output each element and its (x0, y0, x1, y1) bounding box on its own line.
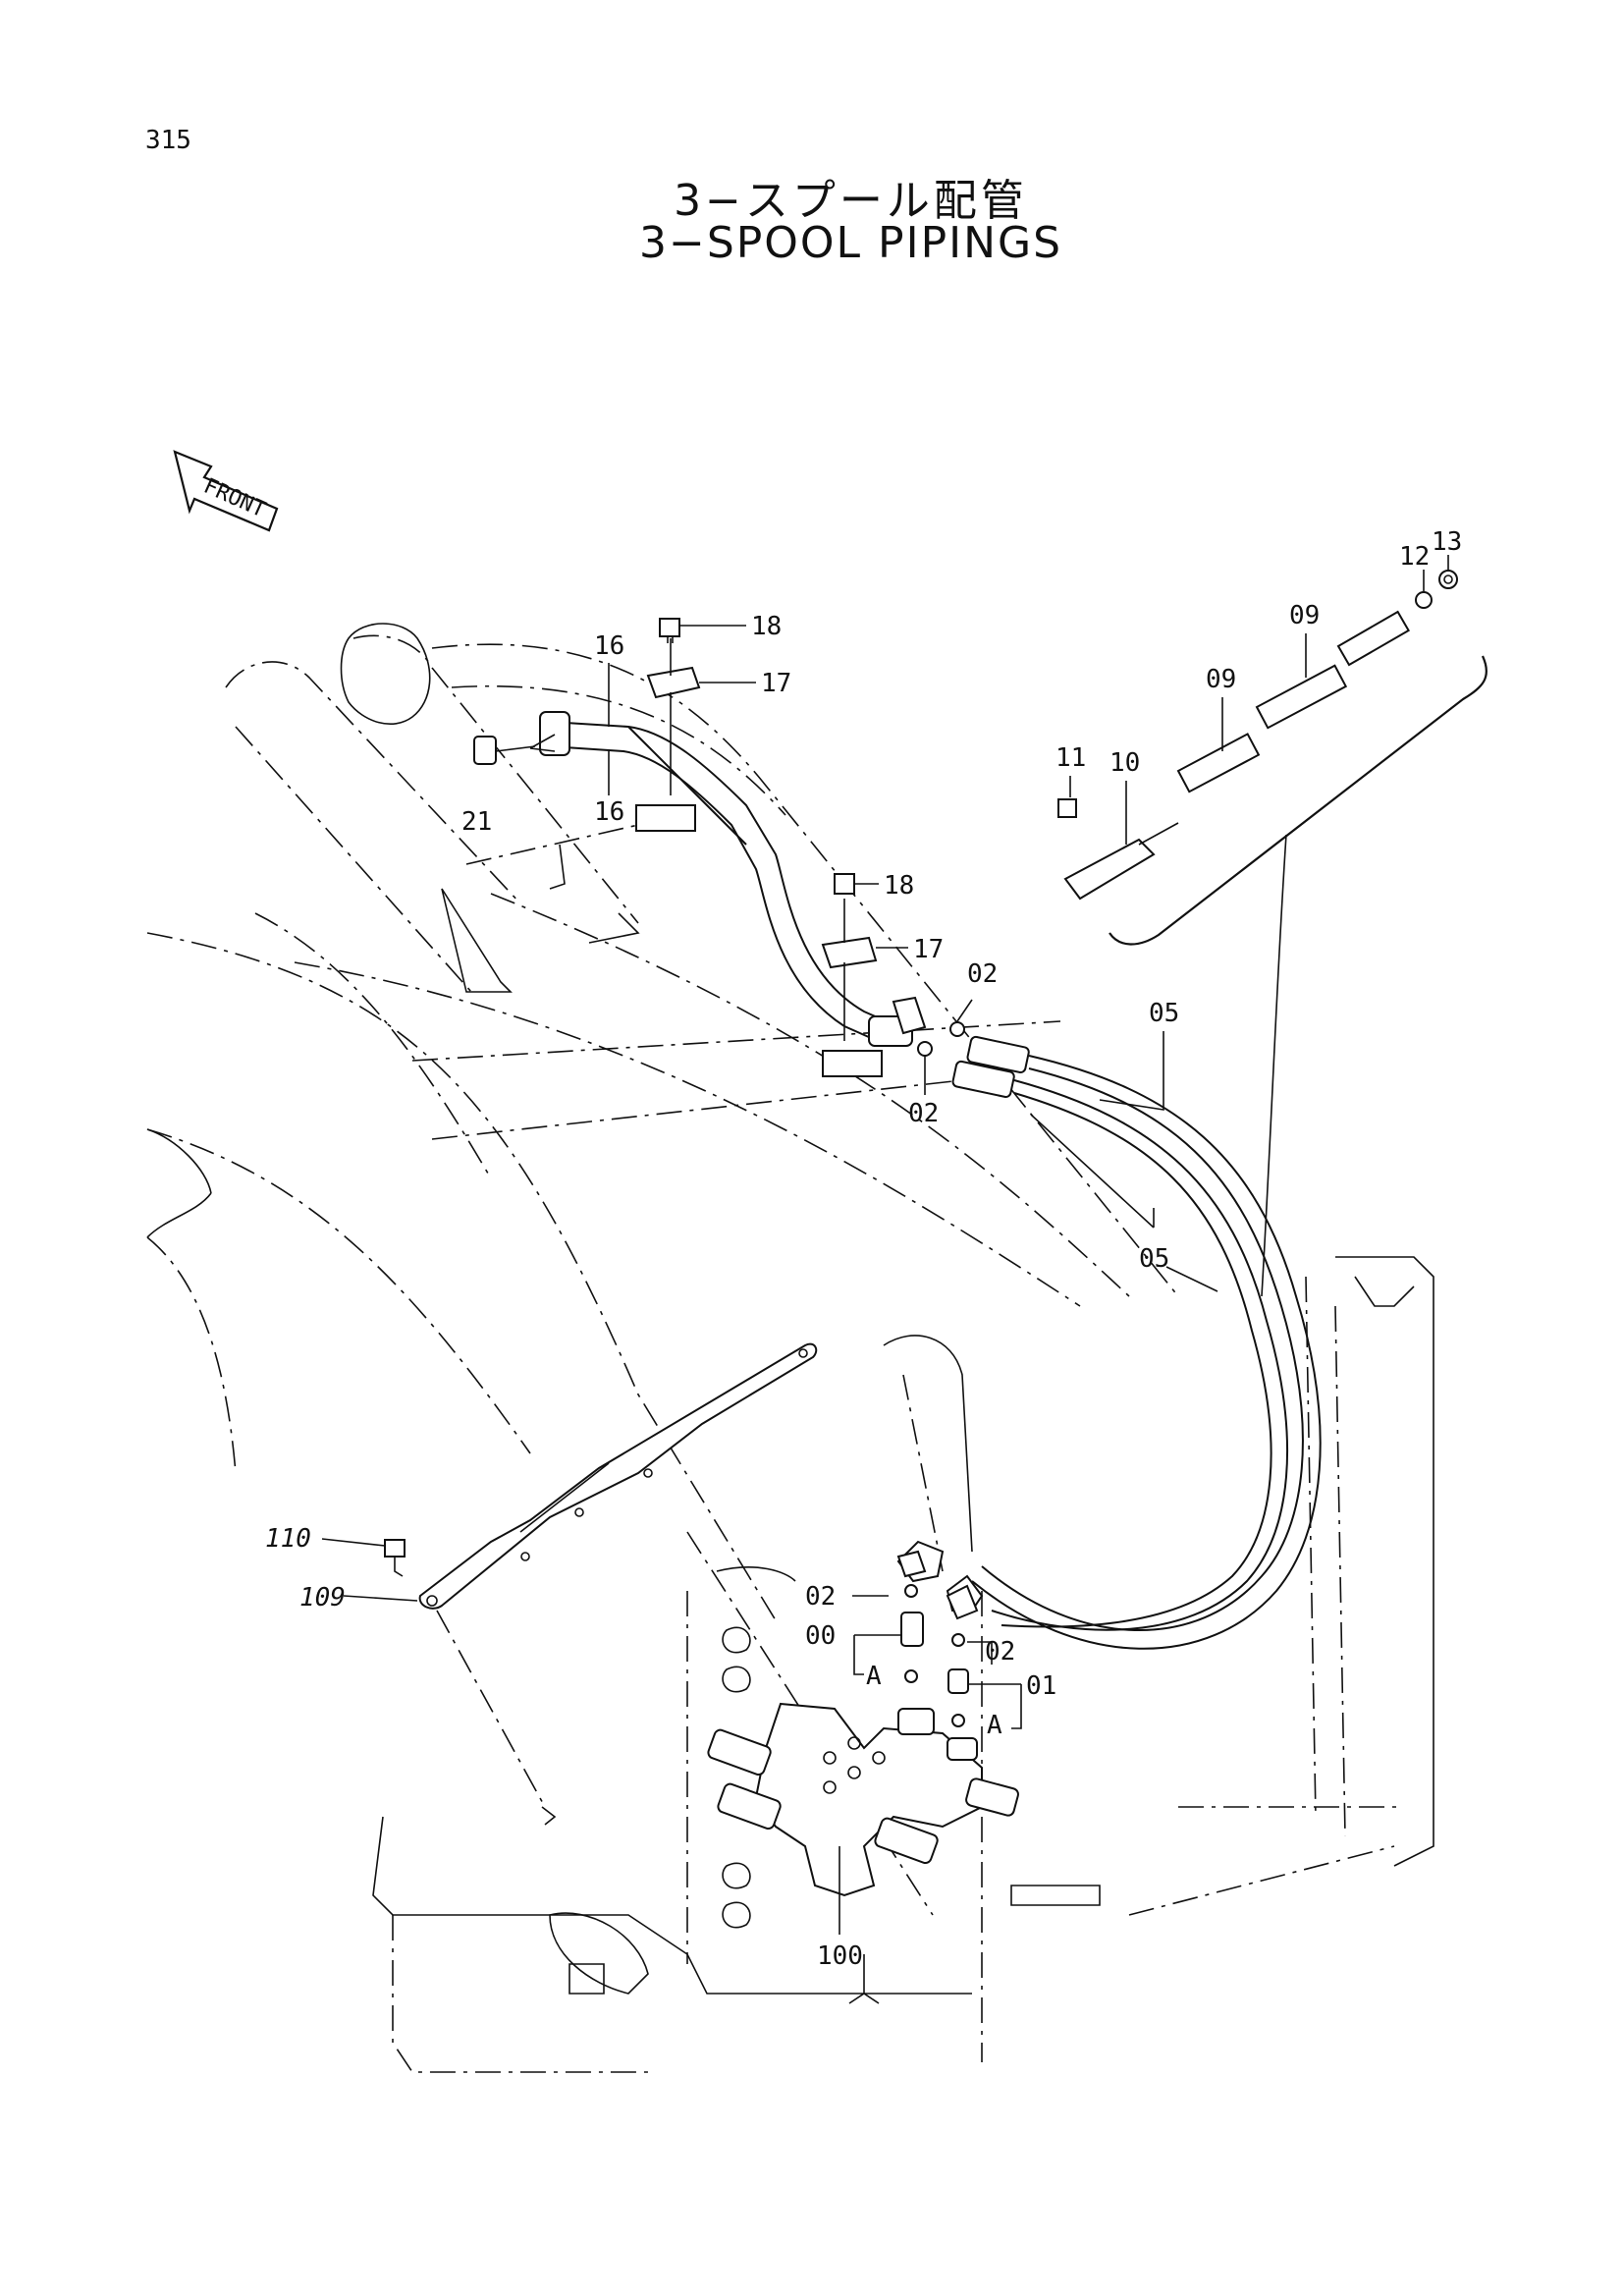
callout-09: 09 (1206, 665, 1236, 694)
callout-10: 10 (1109, 748, 1140, 778)
callout-21: 21 (461, 807, 492, 837)
callout-18: 18 (751, 612, 782, 641)
callout-05: 05 (1149, 999, 1179, 1028)
leader-lines (321, 555, 1449, 1935)
bracket-109 (384, 1342, 818, 1826)
steel-pipes (539, 711, 927, 1047)
callout-18: 18 (884, 871, 914, 901)
front-arrow-icon: FRONT (173, 450, 279, 532)
callout-05: 05 (1139, 1244, 1169, 1274)
callout-16: 16 (594, 631, 624, 661)
title-japanese: 3−スプール配管 (674, 176, 1028, 226)
callout-13: 13 (1432, 527, 1462, 557)
callout-02: 02 (985, 1637, 1015, 1667)
machine-frame-outline (146, 623, 1434, 2073)
o-ring (917, 1041, 933, 1057)
detail-inset (1057, 570, 1488, 1297)
callout-02: 02 (908, 1099, 939, 1128)
callout-11: 11 (1055, 743, 1086, 773)
callout-09: 09 (1289, 601, 1320, 630)
control-valve-100 (707, 1702, 1019, 1897)
callout-labels: 18 17 16 16 21 18 17 02 02 05 05 13 12 0… (265, 527, 1462, 1971)
callout-00: 00 (805, 1621, 836, 1651)
cap-21 (473, 736, 536, 765)
callout-100: 100 (817, 1941, 863, 1971)
callout-109: 109 (299, 1583, 346, 1613)
page-number: 315 (145, 126, 191, 155)
callout-a: A (866, 1662, 882, 1691)
callout-17: 17 (913, 935, 944, 964)
valve-fittings (896, 1550, 979, 1727)
callout-02: 02 (805, 1582, 836, 1612)
hoses-05 (896, 1035, 1322, 1650)
callout-02: 02 (967, 959, 998, 989)
pipe-fitting (892, 996, 927, 1035)
callout-110: 110 (265, 1524, 311, 1554)
callout-01: 01 (1026, 1671, 1056, 1701)
callout-16: 16 (594, 797, 624, 827)
clamp-assembly-lower (821, 873, 883, 1077)
callout-a: A (987, 1711, 1002, 1740)
clamp-assembly-upper (635, 618, 701, 832)
o-ring (949, 1021, 965, 1037)
title-english: 3−SPOOL PIPINGS (638, 218, 1063, 268)
pipe-fitting (539, 711, 570, 756)
callout-12: 12 (1399, 542, 1430, 572)
callout-17: 17 (761, 669, 791, 698)
